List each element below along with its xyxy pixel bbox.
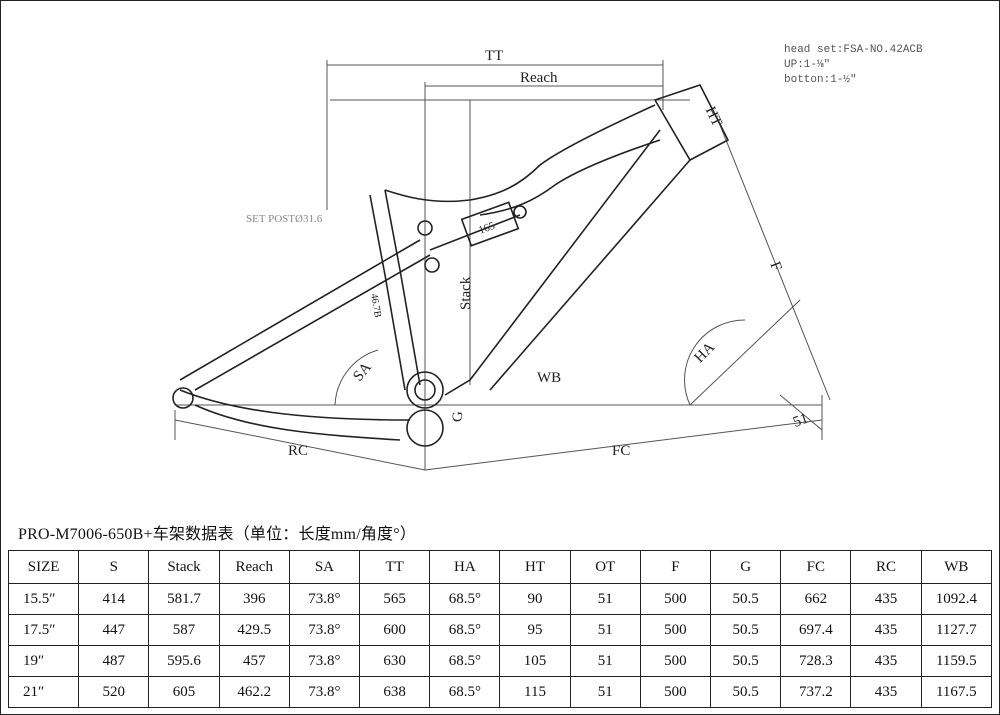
table-row: 19″ 487 595.6 457 73.8° 630 68.5° 105 51… [7,645,993,677]
table-cell: 662 [780,583,852,615]
table-header-row: SIZE S Stack Reach SA TT HA HT OT F G FC… [7,550,993,584]
table-cell: 630 [359,645,431,677]
header-ot: OT [569,550,641,584]
header-sa: SA [288,550,361,584]
header-f: F [639,550,712,584]
table-cell: 581.7 [148,583,220,615]
table-cell: 435 [850,614,922,646]
table-cell: 500 [639,645,712,677]
table-cell: 605 [148,676,220,708]
label-wb: WB [537,370,561,386]
label-rc: RC [288,443,308,459]
label-seat-length: 46.7B [368,293,383,319]
table-cell: 435 [850,676,922,708]
table-cell: 50.5 [710,583,782,615]
table-row: 17.5″ 447 587 429.5 73.8° 600 68.5° 95 5… [7,614,993,646]
note-bottom: botton:1-½″ [784,74,857,86]
label-fc: FC [612,443,630,459]
table-cell: 50.5 [710,676,782,708]
table-cell: 565 [359,583,431,615]
cell-size: 17.5″ [7,614,80,646]
table-cell: 73.8° [288,583,361,615]
table-cell: 737.2 [780,676,852,708]
table-cell: 51 [569,645,641,677]
header-rc: RC [850,550,922,584]
table-cell: 1159.5 [920,645,993,677]
label-reach: Reach [520,70,558,86]
label-f: F [766,260,784,273]
note-headset: head set:FSA-NO.42ACB [784,44,923,56]
table-cell: 435 [850,583,922,615]
table-cell: 1167.5 [920,676,993,708]
table-cell: 51 [569,583,641,615]
cell-size: 15.5″ [7,583,80,615]
table-cell: 105 [499,645,571,677]
table-cell: 587 [148,614,220,646]
header-ht: HT [499,550,571,584]
table-cell: 73.8° [288,676,361,708]
dimension-lines [174,60,831,471]
table-cell: 95 [499,614,571,646]
geometry-table: SIZE S Stack Reach SA TT HA HT OT F G FC… [7,550,993,708]
table-cell: 414 [78,583,150,615]
table-cell: 51 [569,614,641,646]
table-title: PRO-M7006-650B+车架数据表（单位：长度mm/角度°） [18,526,417,543]
table-cell: 500 [639,614,712,646]
table-cell: 520 [78,676,150,708]
table-cell: 68.5° [429,676,501,708]
table-cell: 638 [359,676,431,708]
table-cell: 435 [850,645,922,677]
label-51: 51 [791,411,811,431]
table-cell: 600 [359,614,431,646]
table-cell: 500 [639,583,712,615]
table-cell: 90 [499,583,571,615]
label-ha: HA [692,339,719,366]
table-cell: 487 [78,645,150,677]
label-shock-length: 165 [477,220,497,237]
table-row: 21″ 520 605 462.2 73.8° 638 68.5° 115 51… [7,676,993,708]
label-g: G [450,411,466,422]
header-tt: TT [359,550,431,584]
table-cell: 462.2 [218,676,290,708]
header-ha: HA [429,550,501,584]
table-cell: 73.8° [288,614,361,646]
table-cell: 115 [499,676,571,708]
table-cell: 595.6 [148,645,220,677]
header-size: SIZE [7,550,80,584]
label-stack: Stack [458,276,474,310]
note-up: UP:1-⅛″ [784,59,830,71]
table-cell: 73.8° [288,645,361,677]
label-tt: TT [485,48,503,64]
table-cell: 429.5 [218,614,290,646]
frame-geometry-diagram: TT Reach HT Stack F HA SA WB RC FC G 51 … [172,44,923,471]
cell-size: 21″ [7,676,80,708]
table-cell: 50.5 [710,645,782,677]
label-ht: HT [702,104,725,129]
header-s: S [78,550,150,584]
label-seat-post: SET POSTØ31.6 [246,213,323,225]
table-cell: 68.5° [429,645,501,677]
table-cell: 697.4 [780,614,852,646]
table-cell: 500 [639,676,712,708]
table-cell: 728.3 [780,645,852,677]
table-cell: 51 [569,676,641,708]
header-g: G [710,550,782,584]
header-fc: FC [780,550,852,584]
header-reach: Reach [218,550,290,584]
table-cell: 1127.7 [920,614,993,646]
bike-frame-drawing [172,84,730,447]
table-cell: 68.5° [429,583,501,615]
table-cell: 457 [218,645,290,677]
cell-size: 19″ [7,645,80,677]
table-cell: 50.5 [710,614,782,646]
table-row: 15.5″ 414 581.7 396 73.8° 565 68.5° 90 5… [7,583,993,615]
table-cell: 396 [218,583,290,615]
table-cell: 447 [78,614,150,646]
header-wb: WB [920,550,993,584]
table-cell: 68.5° [429,614,501,646]
header-stack: Stack [148,550,220,584]
table-cell: 1092.4 [920,583,993,615]
